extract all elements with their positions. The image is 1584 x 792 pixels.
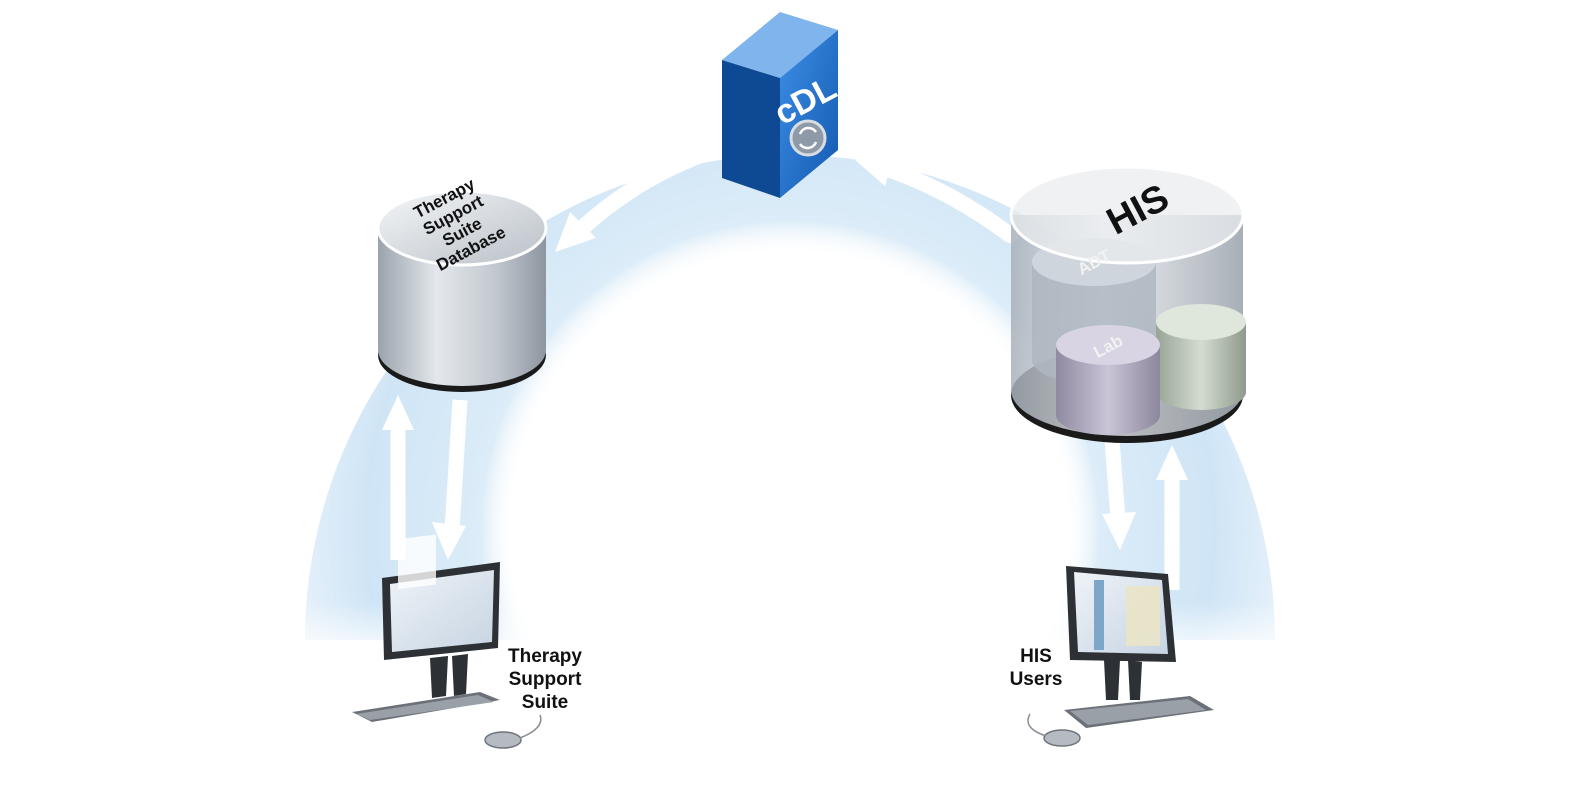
arrow-his-to-cdl [855,150,1018,243]
mouse [1043,729,1081,747]
his-database: Lab ADT HIS [1009,165,1246,443]
arrow-tss-db-to-client [432,399,468,560]
mouse [484,731,522,749]
arrow-db-to-cdl [507,96,718,213]
monitor [1066,566,1176,662]
arrow-client-to-his-db [1156,445,1188,590]
arrow-cdl-to-his [837,100,1015,188]
therapy-support-suite-database: Therapy Support Suite Database [376,174,548,392]
arrow-cdl-to-db [555,142,723,252]
his-client-label-line1: HIS [1020,646,1052,667]
therapy-client-label-line3: Suite [522,692,568,713]
monitor [382,534,500,660]
his-client-computer [1027,566,1214,747]
arrow-client-to-tss-db [382,395,414,560]
cdl-server: cDL [722,12,843,198]
green-module [1156,304,1246,410]
therapy-client-label-line1: Therapy [508,646,582,667]
therapy-client-computer [352,534,542,749]
therapy-client-label-line2: Support [509,669,582,690]
lab-module: Lab [1056,325,1160,435]
monitor-stand [430,656,448,698]
monitor-stand [1104,660,1120,700]
sync-icon [789,119,827,157]
arrow-his-db-to-client [1102,439,1136,550]
his-client-label-line2: Users [1010,669,1063,690]
